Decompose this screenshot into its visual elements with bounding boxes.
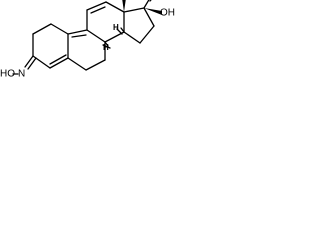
bond-c15-c14	[123, 31, 141, 44]
bond-c8-c9	[86, 29, 106, 43]
hydroxyl-label: OH	[160, 8, 175, 19]
bond-ethynyl-b	[149, 0, 152, 2]
bond-c1-c2	[32, 23, 52, 35]
oxime-oh-label: HO	[0, 69, 15, 80]
stereo-h-hash-bond-upper	[116, 27, 125, 35]
bond-c13-c17	[123, 7, 145, 13]
bond-c16-c15	[139, 25, 155, 44]
bond-c11-c12-inner	[90, 6, 106, 14]
bond-c17-c16	[143, 7, 155, 27]
bond-c4-c5-inner	[49, 54, 67, 65]
bond-c17-ethynyl	[143, 0, 150, 9]
bond-c6-c7	[85, 59, 106, 71]
chemical-structure-diagram: HO N OH H H	[0, 0, 175, 80]
stereo-h-lower-label: H	[103, 43, 109, 52]
oxime-n-label: N	[18, 69, 25, 80]
bond-c3-n-double-b	[27, 57, 37, 70]
stereo-h-upper-label: H	[113, 23, 119, 32]
bond-c11-c12	[86, 1, 107, 11]
bond-c3-n-double-a	[24, 55, 34, 68]
hydroxyl-wedge-bond	[144, 8, 162, 15]
stereo-h-hash-bond-lower	[102, 41, 111, 49]
bond-c12-c13	[105, 1, 125, 13]
bond-c9-c10	[67, 29, 88, 35]
methyl-wedge-bond	[122, 0, 126, 12]
bond-c4-c5	[49, 57, 69, 69]
bond-c9-c10-inner	[71, 34, 87, 38]
bond-c5-c6	[67, 57, 87, 71]
bond-c10-c1	[50, 23, 69, 35]
